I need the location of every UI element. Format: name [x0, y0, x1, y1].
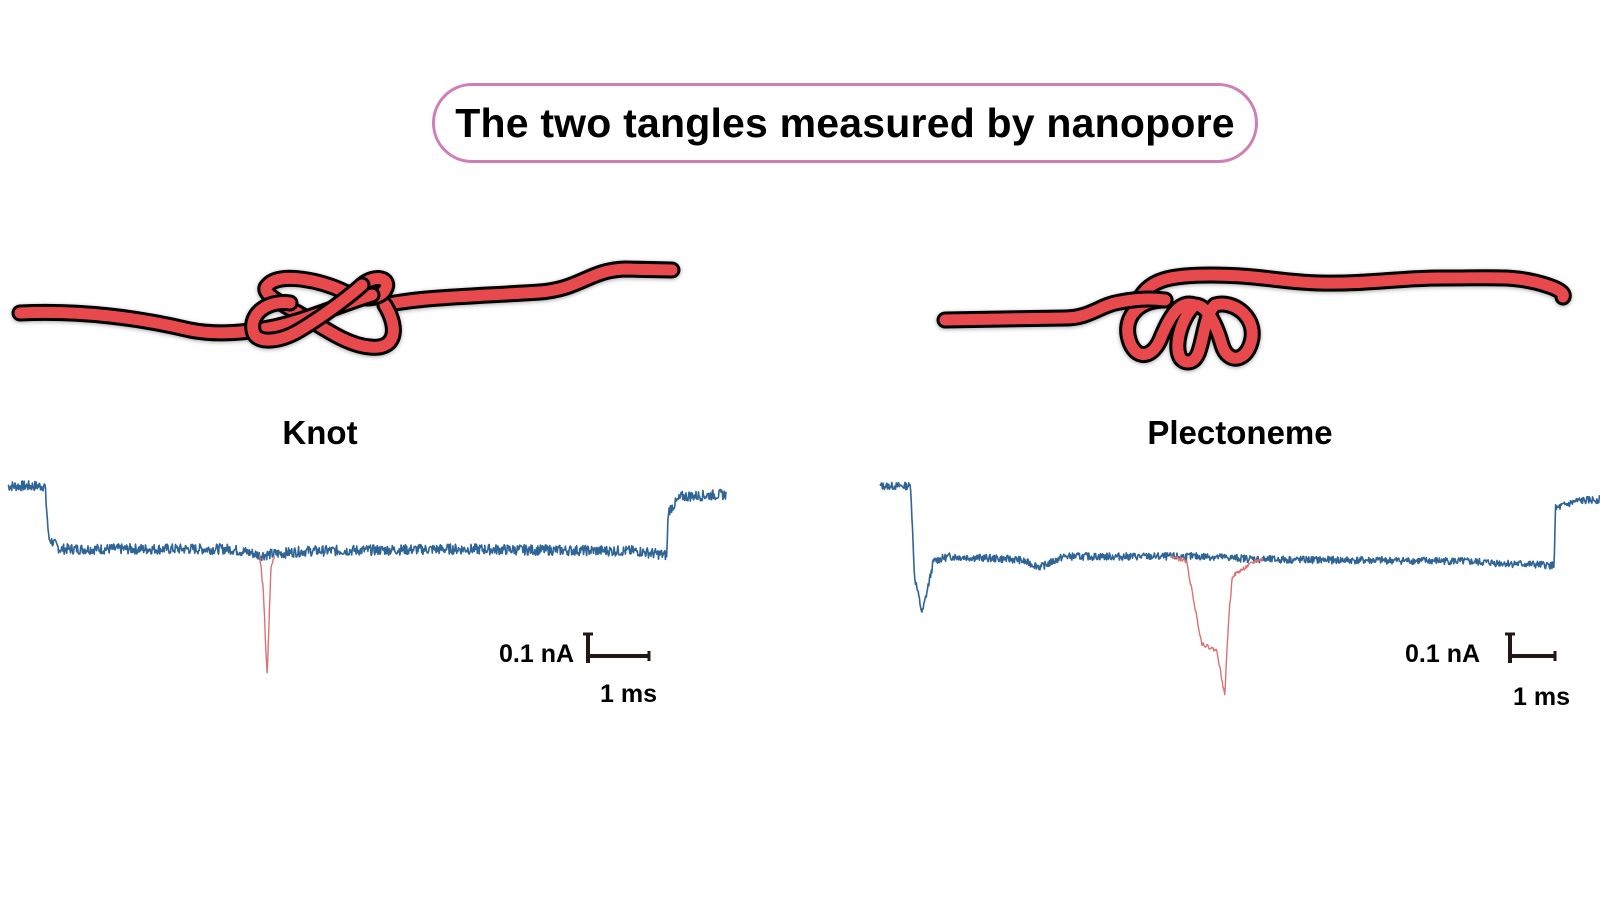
plect-strand-segment [1134, 269, 1569, 304]
knot-strand-segment [247, 279, 368, 346]
knot-current-scale-label: 0.1 nA [499, 640, 575, 668]
tangle-spike-line [1170, 555, 1264, 696]
plect-strand-segment [1122, 294, 1258, 368]
plectoneme-current-scale-label: 0.1 nA [1405, 640, 1481, 668]
knot-time-scale-label: 1 ms [600, 680, 657, 708]
plectoneme-current-trace [879, 481, 1600, 696]
plectoneme-time-scale-label: 1 ms [1513, 683, 1570, 711]
title-banner: The two tangles measured by nanopore [432, 83, 1258, 163]
tangle-spike-line [259, 554, 276, 674]
knot-strand-segment [379, 263, 678, 311]
plectoneme-label: Plectoneme [1147, 414, 1333, 451]
baseline-current-line [7, 480, 727, 562]
baseline-current-line [879, 481, 1600, 613]
knot-scalebar [583, 632, 651, 663]
plectoneme-scalebar [1505, 632, 1557, 663]
figure-eight-knot-icon [11, 260, 681, 356]
knot-current-trace [7, 480, 727, 674]
knot-label: Knot [282, 414, 358, 451]
plectoneme-icon [936, 266, 1572, 371]
plect-strand-segment [939, 293, 1171, 326]
page-title: The two tangles measured by nanopore [455, 99, 1235, 146]
